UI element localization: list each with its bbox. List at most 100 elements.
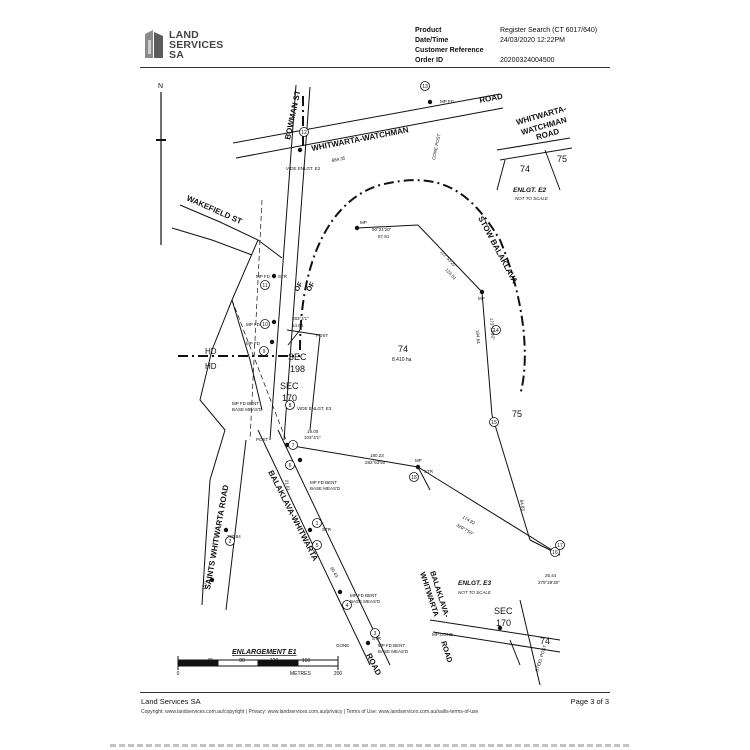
mark-base-meas: BASE MEAS'D [378, 649, 409, 654]
circle-number: 13 [422, 84, 428, 90]
circle-number: 15 [491, 420, 497, 426]
circle-number: 17 [557, 543, 563, 549]
circle-number: 8 [289, 403, 292, 409]
meta-values: Register Search (CT 6017/640) 24/03/2020… [500, 26, 597, 66]
circle-number: 16 [552, 550, 558, 556]
scale-bar [177, 656, 339, 670]
circle-number: 9 [263, 349, 266, 355]
mark-gone: GONE [336, 643, 349, 648]
mark-mp-fd-bent: MP FD BENT [350, 593, 377, 598]
scale-tick: 120 [270, 658, 279, 664]
section-170-number: 170 [282, 393, 297, 403]
curved-dashdot-boundary [299, 179, 526, 396]
dim-bearing: 279°28'30" [538, 580, 560, 585]
scale-unit: METRES [290, 671, 312, 677]
meta-label-customer-ref: Customer Reference [415, 47, 484, 54]
meta-value-datetime: 24/03/2020 12:22PM [500, 37, 565, 44]
dim-distance: 180.23 [370, 453, 384, 458]
mark-mp-fd-bent: MP FD BENT [232, 401, 259, 406]
dim-distance: 26.44 [545, 573, 557, 578]
dim-distance: 54.66 [292, 323, 304, 328]
circle-number: 11 [262, 283, 267, 289]
boundary-74-ne [417, 224, 483, 293]
road-edge-balaklava-2 [277, 429, 391, 666]
road-edge-wakefield [179, 204, 283, 259]
meta-value-order-id: 20200324004500 [500, 57, 555, 64]
section-198-label: SEC [288, 352, 307, 362]
scale-title: ENLARGEMENT E1 [232, 649, 297, 656]
dim-distance: 124.51 [444, 267, 457, 281]
road-label-road-top: ROAD [479, 92, 504, 105]
circle-number: 18 [411, 475, 417, 481]
circle-number: 12 [301, 130, 307, 136]
dim-distance: 57.81 [378, 234, 390, 239]
dim-bearing: 283°4'1" [292, 316, 309, 321]
dim-distance: 19.00 [307, 429, 319, 434]
dim-distance: 84.83 [519, 499, 526, 511]
header-rule [140, 67, 610, 68]
mark-vide-e3: VIDE ENLGT. E3 [297, 406, 332, 411]
road-edge-whitwarta-1 [232, 93, 501, 144]
e3-note: NOT TO SCALE [458, 590, 492, 595]
e3-lot-74: 74 [540, 636, 550, 646]
footer-links[interactable]: Copyright: www.landservices.com.au/copyr… [141, 709, 479, 715]
road-edge-bowman-2 [283, 86, 311, 441]
mark-mp-fd: MP FD [246, 322, 261, 327]
logo-text: LAND SERVICES SA [169, 29, 224, 61]
circle-number: 5 [316, 543, 319, 549]
label-of: OF [294, 280, 305, 293]
circle-number: 14 [493, 328, 499, 334]
mark-base-meas: BASE MEAS'D [310, 486, 341, 491]
survey-plan: 1 2 3 4 5 6 7 8 9 10 11 12 13 14 15 16 1… [156, 81, 573, 686]
mark-mp: MP [415, 458, 422, 463]
e3-sec-number: 170 [496, 618, 511, 628]
scale-tick: 160 [302, 658, 311, 664]
mark-mp: MP [360, 220, 367, 225]
e2-lot-74: 74 [520, 164, 530, 174]
scale-tick: 0 [177, 671, 180, 677]
dim-bearing: 282°53'50" [365, 460, 387, 465]
mark-mp-fd: MP FD [256, 274, 271, 279]
meta-label-order-id: Order ID [415, 57, 444, 64]
mark-post: POST [316, 333, 329, 338]
e3-sec-label: SEC [494, 606, 513, 616]
e2-note: NOT TO SCALE [515, 196, 549, 201]
left-boundary [199, 239, 259, 431]
allotment-74-label: 74 [398, 344, 408, 354]
mark-str: STR [322, 527, 332, 532]
allotment-75-label: 75 [512, 409, 522, 419]
scale-tick: 40 [207, 658, 213, 664]
circle-number: 4 [346, 603, 349, 609]
mark-mp-fd: MP FD [440, 99, 455, 104]
mark-str: STR [372, 636, 382, 641]
scale-tick: 200 [334, 671, 343, 677]
road-label-stow-balaklava: STOW BALAKLAVA [476, 215, 519, 285]
label-of-2: OF [306, 280, 317, 293]
dim-bearing: 173°12'40" [489, 318, 496, 340]
mark-base-meas: BASE MEAS'D [232, 407, 263, 412]
e3-title: ENLGT. E3 [458, 580, 491, 587]
meta-value-customer-ref [500, 46, 597, 56]
hundred-label-2: HD [205, 362, 217, 371]
dim-distance: 90.43 [329, 566, 339, 579]
meta-label-datetime: Date/Time [415, 37, 449, 44]
circle-number: 3 [374, 631, 377, 637]
land-services-logo: LAND SERVICES SA [143, 28, 233, 62]
dim-distance: 15.0 [201, 580, 208, 590]
circle-number: 10 [262, 322, 268, 328]
circle-number: 6 [289, 463, 292, 469]
dim-bearing: 90°21'20" [372, 227, 392, 232]
footer-rule [140, 692, 610, 693]
section-170-label: SEC [280, 381, 299, 391]
hundred-label-1: HD [205, 347, 217, 356]
mark-base-meas: BASE MEAS'D [350, 599, 381, 604]
mark-mp-fd-bent: MP FD BENT [310, 480, 337, 485]
mark-str: STR [424, 469, 434, 474]
mark-mp: MP [478, 296, 485, 301]
scale-tick: 80 [239, 658, 245, 664]
dim-distance: 174.92 [462, 515, 477, 526]
dim-bearing: 127°53'20" [439, 249, 458, 269]
e3-mp-gone: MP GONE [432, 632, 453, 637]
mark-cone-post: CONE POST [431, 133, 441, 160]
